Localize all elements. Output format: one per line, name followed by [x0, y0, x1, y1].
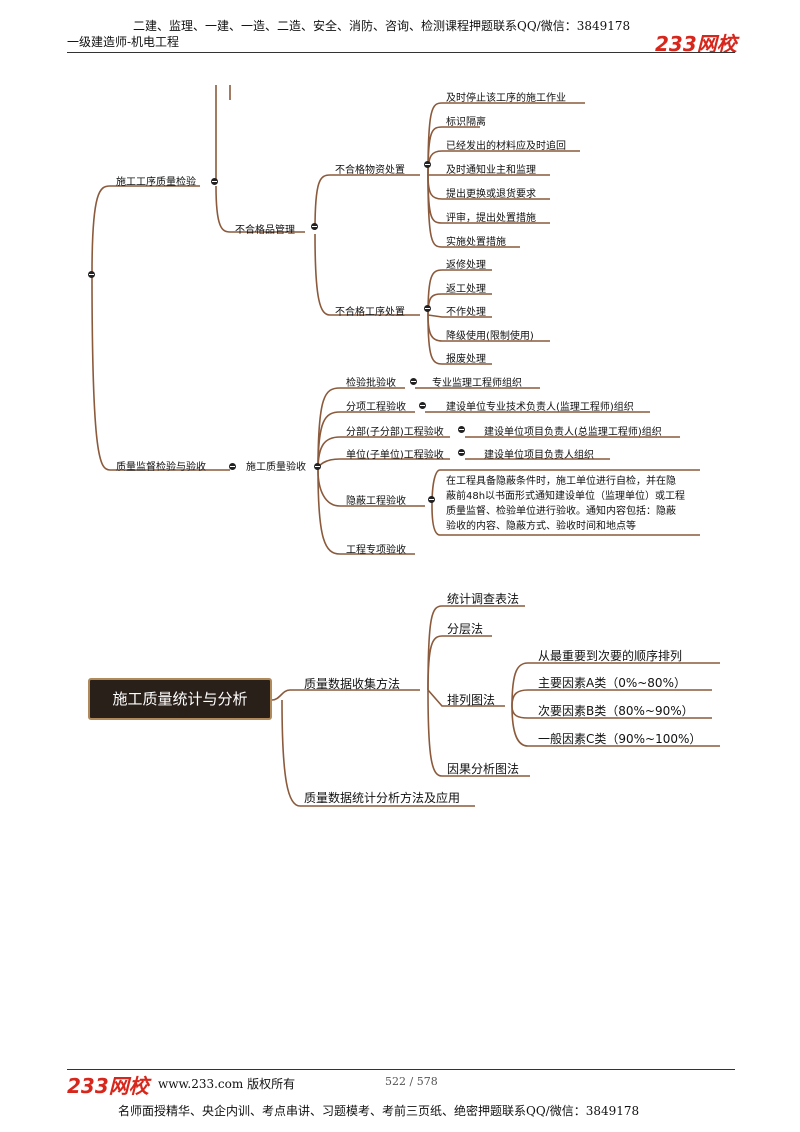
acceptance-org: 建设单位项目负责人(总监理工程师)组织 [484, 427, 662, 438]
concealed-work-note: 蔽前48h以书面形式通知建设单位（监理单位）或工程 [446, 491, 686, 502]
concealed-work-note: 质量监督、检验单位进行验收。通知内容包括：隐蔽 [446, 506, 676, 517]
collapse-nonconforming-material[interactable] [424, 161, 431, 168]
method-item: 排列图法 [447, 693, 496, 707]
material-action: 标识隔离 [446, 117, 486, 128]
collapse-construction-acceptance[interactable] [314, 463, 321, 470]
concealed-work-note: 在工程具备隐蔽条件时，施工单位进行自检，并在隐 [446, 476, 676, 487]
footer-promo: 名师面授精华、央企内训、考点串讲、习题模考、考前三页纸、绝密押题联系QQ/微信：… [118, 1104, 640, 1118]
acceptance-name: 工程专项验收 [346, 545, 406, 556]
acceptance-org: 建设单位项目负责人组织 [484, 450, 594, 461]
collapse-supervision[interactable] [229, 463, 236, 470]
collapse-quality-inspection[interactable] [211, 178, 218, 185]
method-item: 因果分析图法 [447, 762, 520, 776]
acceptance-name: 隐蔽工程验收 [346, 496, 406, 507]
pareto-item: 次要因素B类（80%~90%） [538, 704, 694, 718]
pareto-item: 从最重要到次要的顺序排列 [538, 649, 683, 663]
acceptance-name: 单位(子单位)工程验收 [346, 450, 444, 461]
footer-logo: 233网校 [67, 1074, 149, 1098]
collapse-acceptance-0[interactable] [410, 378, 417, 385]
page-number: 522 / 578 [385, 1075, 438, 1088]
acceptance-name: 检验批验收 [346, 378, 396, 389]
process-action: 返修处理 [446, 260, 486, 271]
collapse-acceptance-1[interactable] [419, 402, 426, 409]
material-action: 及时停止该工序的施工作业 [446, 93, 566, 104]
analysis-methods: 质量数据统计分析方法及应用 [304, 791, 461, 805]
collapse-nonconforming-mgmt[interactable] [311, 223, 318, 230]
header-promo: 二建、监理、一建、一造、二造、安全、消防、咨询、检测课程押题联系QQ/微信：38… [133, 19, 631, 33]
material-action: 已经发出的材料应及时追回 [446, 141, 566, 152]
pareto-item: 一般因素C类（90%~100%） [538, 732, 702, 746]
footer-site[interactable]: www.233.com 版权所有 [158, 1077, 296, 1091]
branch-supervision: 质量监督检验与验收 [116, 462, 206, 473]
construction-acceptance: 施工质量验收 [246, 462, 306, 473]
footer-rule [67, 1069, 735, 1070]
nonconforming-process: 不合格工序处置 [335, 307, 405, 318]
root-topic[interactable]: 施工质量统计与分析 [88, 678, 272, 720]
header-rule [67, 52, 735, 53]
collapse-acceptance-2[interactable] [458, 426, 465, 433]
process-action: 返工处理 [446, 284, 486, 295]
collection-methods: 质量数据收集方法 [304, 677, 401, 691]
process-action: 不作处理 [446, 307, 486, 318]
method-item: 统计调查表法 [447, 592, 520, 606]
material-action: 实施处置措施 [446, 237, 506, 248]
root-topic-label: 施工质量统计与分析 [112, 690, 248, 708]
collapse-acceptance-4[interactable] [428, 496, 435, 503]
method-item: 分层法 [447, 622, 484, 636]
nonconforming-mgmt: 不合格品管理 [235, 225, 295, 236]
collapse-root[interactable] [88, 271, 95, 278]
nonconforming-material: 不合格物资处置 [335, 165, 405, 176]
pareto-item: 主要因素A类（0%~80%） [538, 676, 686, 690]
branch-quality-inspection: 施工工序质量检验 [116, 177, 196, 188]
collapse-acceptance-3[interactable] [458, 449, 465, 456]
header-subtitle: 一级建造师-机电工程 [67, 35, 180, 49]
material-action: 提出更换或退货要求 [446, 189, 536, 200]
process-action: 降级使用(限制使用) [446, 331, 534, 342]
acceptance-org: 建设单位专业技术负责人(监理工程师)组织 [446, 402, 634, 413]
acceptance-name: 分项工程验收 [346, 402, 406, 413]
concealed-work-note: 验收的内容、隐蔽方式、验收时间和地点等 [446, 521, 636, 532]
acceptance-org: 专业监理工程师组织 [432, 378, 522, 389]
process-action: 报废处理 [446, 354, 486, 365]
material-action: 评审，提出处置措施 [446, 213, 536, 224]
acceptance-name: 分部(子分部)工程验收 [346, 427, 444, 438]
material-action: 及时通知业主和监理 [446, 165, 536, 176]
collapse-nonconforming-process[interactable] [424, 305, 431, 312]
